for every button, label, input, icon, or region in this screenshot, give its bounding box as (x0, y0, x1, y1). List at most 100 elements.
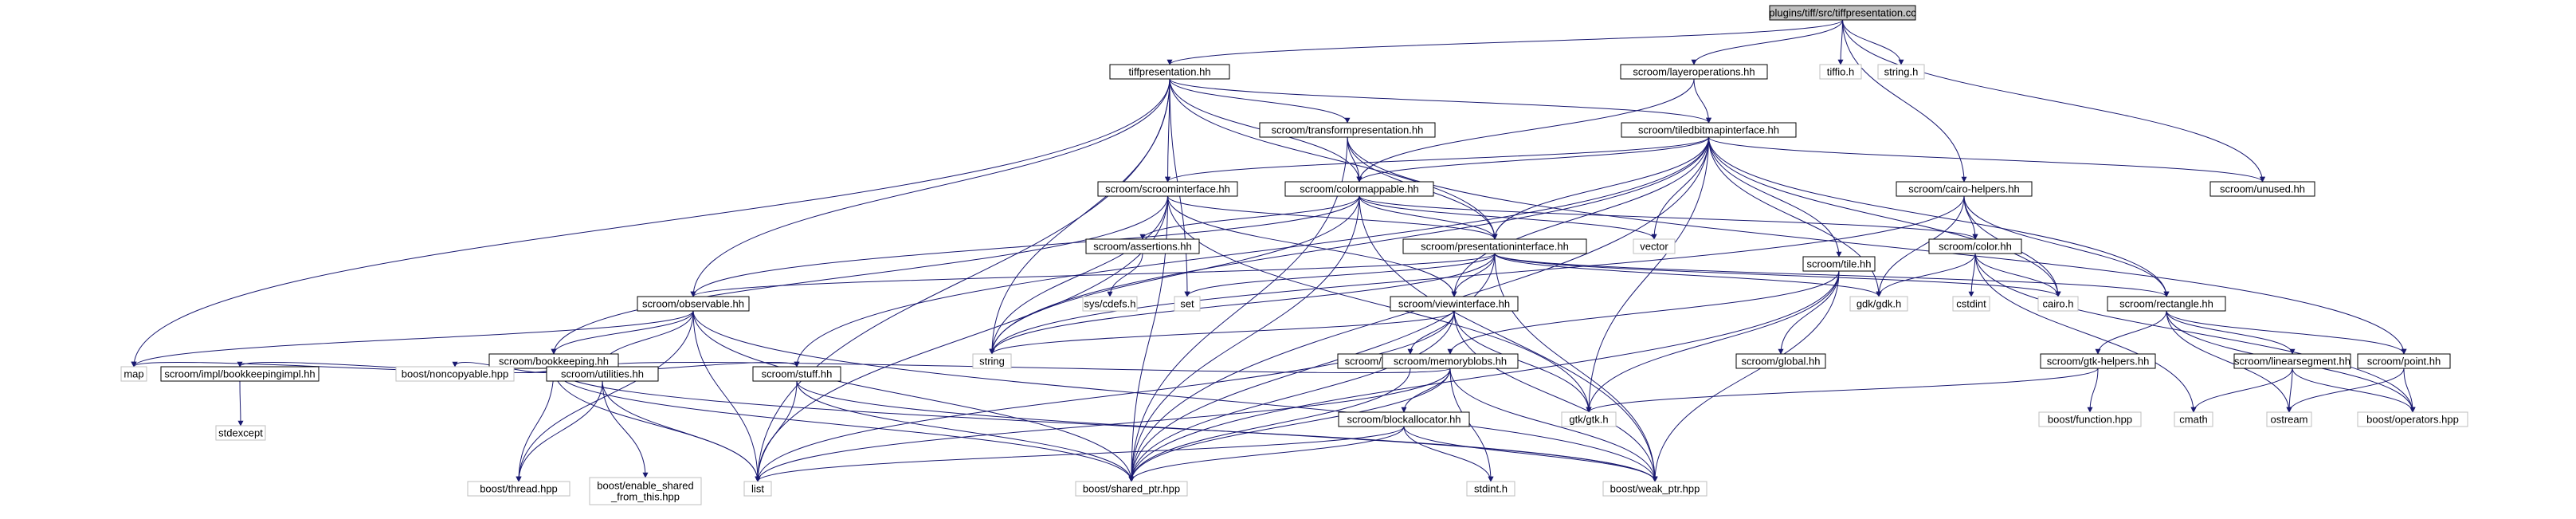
node-gtkhelpers[interactable]: scroom/gtk-helpers.hh (2040, 353, 2156, 369)
edge-memoryblobs-to-utilities (599, 361, 1451, 374)
node-colormappable[interactable]: scroom/colormappable.hh (1284, 181, 1434, 197)
node-box (1877, 64, 1925, 80)
node-box (1896, 181, 2033, 197)
node-bkimpl[interactable]: scroom/impl/bookkeepingimpl.hh (160, 366, 320, 382)
node-label: ostream (2271, 414, 2308, 426)
node-observable[interactable]: scroom/observable.hh (637, 296, 750, 312)
edge-rectangle-to-linearsegment (2166, 310, 2296, 355)
node-label: scroom/observable.hh (642, 298, 744, 310)
edge-tiledbitmap-to-colormappable (1356, 136, 1709, 183)
edge-color-to-boostops (1974, 253, 2416, 413)
edge-tiledbitmap-to-gdk (1708, 136, 1882, 297)
node-box (1390, 296, 1519, 312)
node-label: scroom/tile.hh (1807, 258, 1872, 270)
node-stuff[interactable]: scroom/stuff.hh (752, 366, 841, 382)
node-presinterface[interactable]: scroom/presentationinterface.hh (1402, 238, 1587, 254)
edge-scroominterface-to-gtkh (1167, 195, 1592, 413)
node-label: string (979, 356, 1005, 368)
edge-tile-to-gtkh (1586, 270, 1840, 413)
node-stdinth: stdint.h (1466, 481, 1515, 497)
node-box (1466, 481, 1515, 497)
edge-viewinterface-to-gtkh (1453, 310, 1592, 413)
node-box (1109, 64, 1230, 80)
node-cairoh: cairo.h (2037, 296, 2079, 312)
node-transformpres[interactable]: scroom/transformpresentation.hh (1259, 122, 1436, 138)
edge-transformpres-to-sharedptr (1128, 136, 1348, 482)
edge-colormappable-to-weakptr (1359, 195, 1658, 482)
node-rectangle[interactable]: scroom/rectangle.hh (2107, 296, 2226, 312)
node-box (1338, 411, 1470, 427)
edge-observable-to-list (692, 310, 761, 482)
node-root[interactable]: plugins/tiff/src/tiffpresentation.cc (1769, 5, 1916, 21)
node-scroominterface[interactable]: scroom/scroominterface.hh (1097, 181, 1238, 197)
edge-presinterface-to-observable (690, 253, 1496, 297)
node-label: cairo.h (2042, 298, 2073, 310)
node-viewinterface[interactable]: scroom/viewinterface.hh (1390, 296, 1519, 312)
node-utilities[interactable]: scroom/utilities.hh (546, 366, 659, 382)
node-point[interactable]: scroom/point.hh (2357, 353, 2451, 369)
edge-presinterface-to-cairoh (1494, 253, 2061, 297)
node-color[interactable]: scroom/color.hh (1928, 238, 2022, 254)
node-label: scroom/bookkeeping.hh (499, 356, 609, 368)
node-label: cmath (2179, 414, 2207, 426)
node-memoryblobs[interactable]: scroom/memoryblobs.hh (1382, 353, 1519, 369)
node-label: scroom/colormappable.hh (1300, 183, 1419, 195)
node-box (1952, 296, 1990, 312)
edge-viewinterface-to-weakptr (1453, 310, 1658, 482)
edge-assertions-to-syscdefs (1107, 253, 1143, 297)
node-blockalloc[interactable]: scroom/blockallocator.hh (1338, 411, 1470, 427)
edge-tiledbitmap-to-string (989, 136, 1709, 355)
node-global[interactable]: scroom/global.hh (1735, 353, 1826, 369)
edge-colormappable-to-sharedptr (1128, 195, 1360, 482)
node-box (1802, 256, 1876, 272)
node-box (1075, 481, 1188, 497)
node-tile[interactable]: scroom/tile.hh (1802, 256, 1876, 272)
node-label: list (751, 483, 764, 495)
node-box (467, 481, 570, 497)
edge-colormappable-to-observable (690, 195, 1360, 297)
node-box (1602, 481, 1708, 497)
node-box (1259, 122, 1436, 138)
edge-tiledbitmap-to-cairoh (1708, 136, 2061, 297)
node-layerops[interactable]: scroom/layeroperations.hh (1620, 64, 1768, 80)
edge-tile-to-global (1778, 270, 1840, 355)
node-box (1819, 64, 1862, 80)
node-map: map (120, 366, 147, 382)
node-noncopyable: boost/noncopyable.hpp (395, 366, 515, 382)
edge-memoryblobs-to-blockalloc (1401, 368, 1451, 413)
node-label: scroom/blockallocator.hh (1347, 414, 1461, 426)
edge-stuff-to-weakptr (796, 380, 1658, 482)
node-box (1928, 238, 2022, 254)
node-thread: boost/thread.hpp (467, 481, 570, 497)
node-label: scroom/gtk-helpers.hh (2047, 356, 2150, 368)
node-box (1621, 122, 1797, 138)
node-label: gtk/gtk.h (1569, 414, 1608, 426)
edge-tiledbitmap-to-presinterface (1492, 136, 1709, 240)
node-cairohelpers[interactable]: scroom/cairo-helpers.hh (1896, 181, 2033, 197)
node-assertions[interactable]: scroom/assertions.hh (1085, 238, 1200, 254)
edge-tile-to-weakptr (1652, 270, 1840, 482)
node-tiledbitmap[interactable]: scroom/tiledbitmapinterface.hh (1621, 122, 1797, 138)
edge-tiffpres-to-map (131, 78, 1170, 368)
edge-blockalloc-to-stdinth (1403, 426, 1494, 482)
edge-utilities-to-thread (516, 380, 603, 482)
edge-cairohelpers-to-gdk (1876, 195, 1965, 297)
edge-color-to-gdk (1876, 253, 1976, 297)
edge-tiffpres-to-string (989, 78, 1170, 355)
node-label: scroom/tiledbitmapinterface.hh (1638, 124, 1779, 136)
node-tiffpres[interactable]: tiffpresentation.hh (1109, 64, 1230, 80)
edge-layerops-to-colormappable (1356, 78, 1695, 183)
node-enableshared: boost/enable_shared_from_this.hpp (589, 477, 702, 505)
node-unused[interactable]: scroom/unused.hh (2209, 181, 2315, 197)
node-label: stdexcept (218, 427, 263, 439)
node-bookkeeping[interactable]: scroom/bookkeeping.hh (488, 353, 619, 369)
node-label: boost/enable_shared (597, 480, 693, 492)
edge-root-to-tiffpres (1166, 19, 1843, 65)
node-box (2233, 353, 2351, 369)
node-box (637, 296, 750, 312)
node-box (972, 353, 1012, 369)
node-label: sys/cdefs.h (1084, 298, 1135, 310)
node-linearsegment[interactable]: scroom/linearsegment.hh (2233, 353, 2351, 369)
node-label: boost/shared_ptr.hpp (1083, 483, 1180, 495)
node-cstdint: cstdint (1952, 296, 1990, 312)
